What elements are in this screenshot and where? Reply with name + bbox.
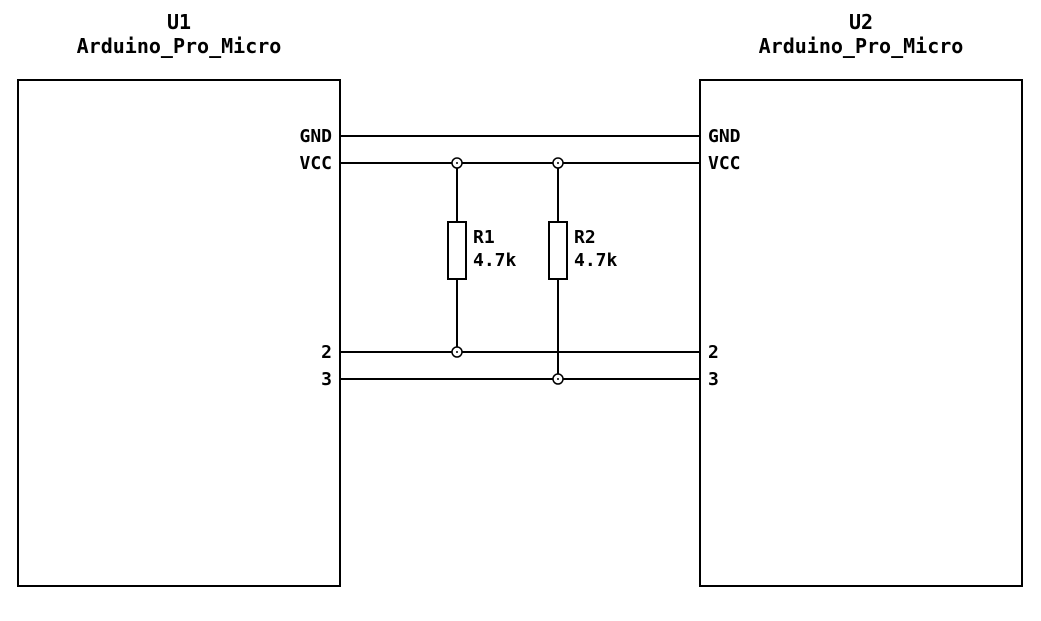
u2-value: Arduino_Pro_Micro (759, 34, 964, 58)
junction-r1-net2-dot (456, 351, 458, 353)
u1-pin-label-2: 2 (321, 342, 332, 363)
u1-body (17, 79, 341, 587)
r1-value: 4.7k (473, 250, 517, 271)
u1-pin-label-3: 3 (321, 369, 332, 390)
r1-body (447, 221, 467, 280)
r2-reference: R2 (574, 227, 596, 248)
junction-r1-vcc-dot (456, 162, 458, 164)
r1-reference: R1 (473, 227, 495, 248)
junction-r2-net3-dot (557, 378, 559, 380)
u2-pin-label-3: 3 (708, 369, 719, 390)
u1-value: Arduino_Pro_Micro (77, 34, 282, 58)
u1-pin-label-gnd: GND (299, 126, 332, 147)
u1-reference: U1 (167, 10, 191, 34)
component-u2: U2 Arduino_Pro_Micro GND VCC 2 3 (699, 10, 1023, 587)
u2-pin-label-gnd: GND (708, 126, 741, 147)
wires (340, 135, 700, 380)
component-r1: R1 4.7k (447, 163, 517, 352)
u2-reference: U2 (849, 10, 873, 34)
u2-body (699, 79, 1023, 587)
r2-body (548, 221, 568, 280)
junctions (451, 157, 564, 385)
u2-pin-label-vcc: VCC (708, 153, 741, 174)
component-u1: U1 Arduino_Pro_Micro GND VCC 2 3 (17, 10, 341, 587)
component-r2: R2 4.7k (548, 163, 618, 379)
junction-r2-vcc-dot (557, 162, 559, 164)
u2-pin-label-2: 2 (708, 342, 719, 363)
r2-value: 4.7k (574, 250, 618, 271)
u1-pin-label-vcc: VCC (299, 153, 332, 174)
